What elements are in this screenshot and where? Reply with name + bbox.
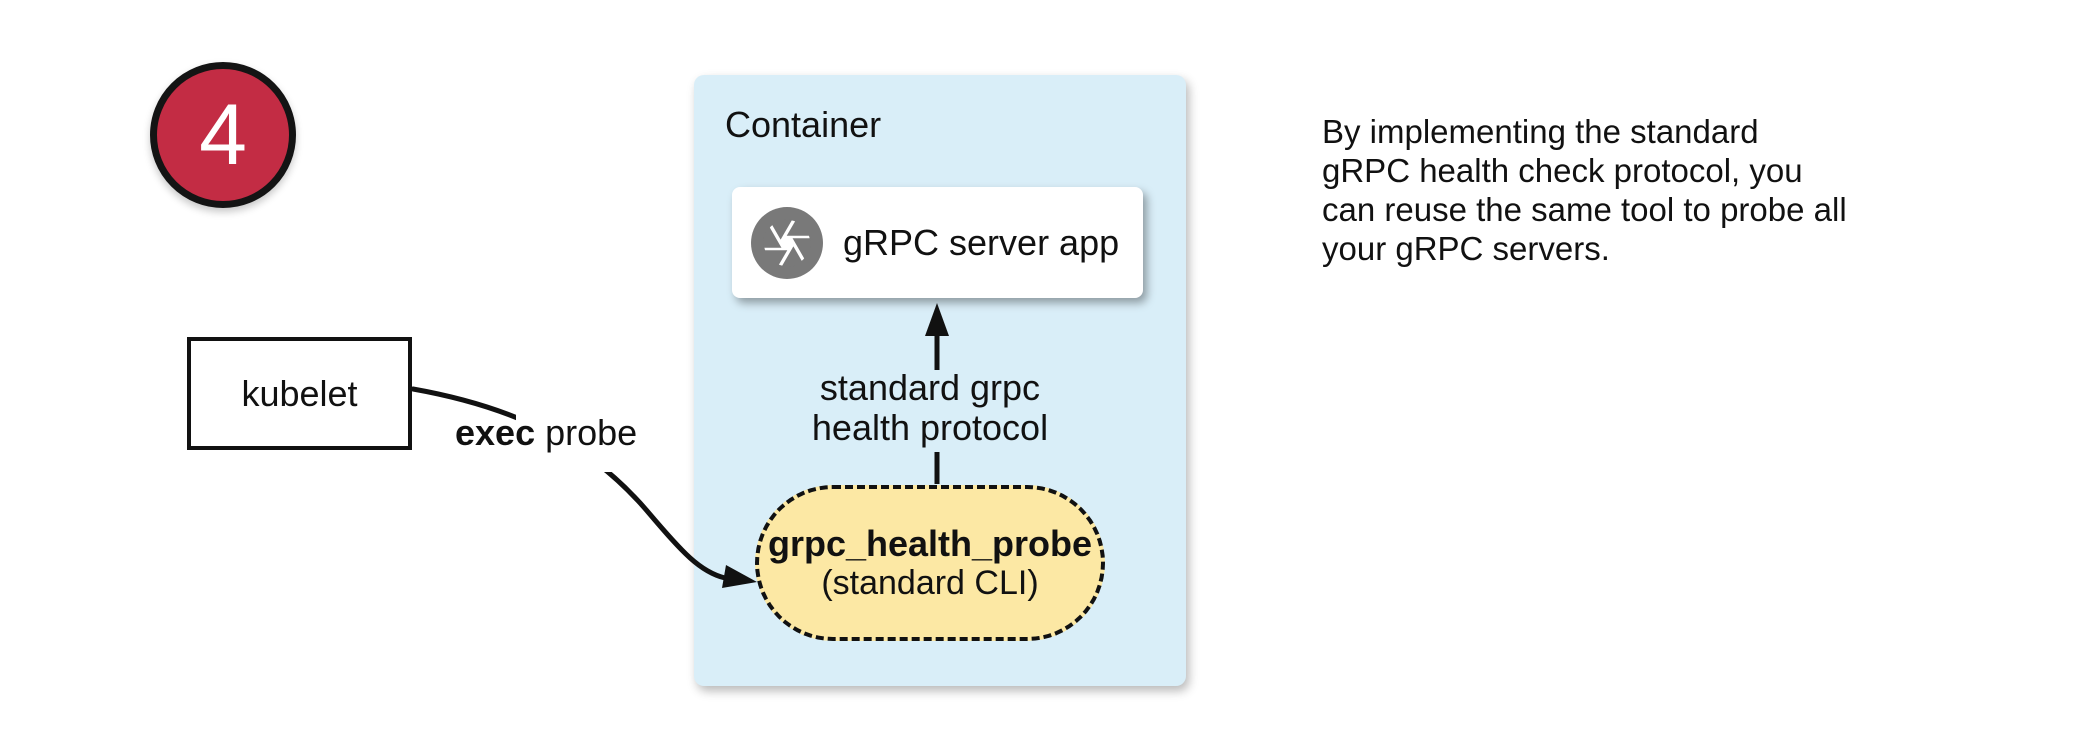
note-line: can reuse the same tool to probe all	[1322, 191, 1847, 228]
explanation-note: By implementing the standard gRPC health…	[1322, 112, 1847, 268]
grpc-server-app-label: gRPC server app	[843, 221, 1120, 263]
kubelet-box: kubelet	[187, 337, 412, 450]
grpc-server-app-box: gRPC server app	[732, 187, 1143, 298]
note-line: gRPC health check protocol, you	[1322, 152, 1803, 189]
grpc-health-probe-name: grpc_health_probe	[767, 523, 1093, 564]
note-line: By implementing the standard	[1322, 113, 1759, 150]
exec-probe-label: exec probe	[455, 412, 637, 454]
grpc-health-probe-subtitle: (standard CLI)	[821, 564, 1039, 602]
step-number: 4	[199, 87, 247, 183]
camera-shutter-icon	[751, 206, 823, 279]
kubelet-label: kubelet	[241, 372, 358, 414]
health-protocol-label: standard grpc health protocol	[812, 368, 1048, 448]
health-protocol-line2: health protocol	[811, 407, 1049, 448]
exec-probe-label-rest: probe	[535, 412, 638, 453]
exec-probe-label-bold: exec	[455, 412, 536, 453]
container-title: Container	[725, 104, 882, 145]
note-line: your gRPC servers.	[1322, 230, 1610, 267]
health-protocol-line1: standard grpc	[819, 367, 1041, 408]
step-badge: 4	[150, 62, 296, 208]
grpc-health-probe-pill: grpc_health_probe (standard CLI)	[755, 485, 1105, 641]
